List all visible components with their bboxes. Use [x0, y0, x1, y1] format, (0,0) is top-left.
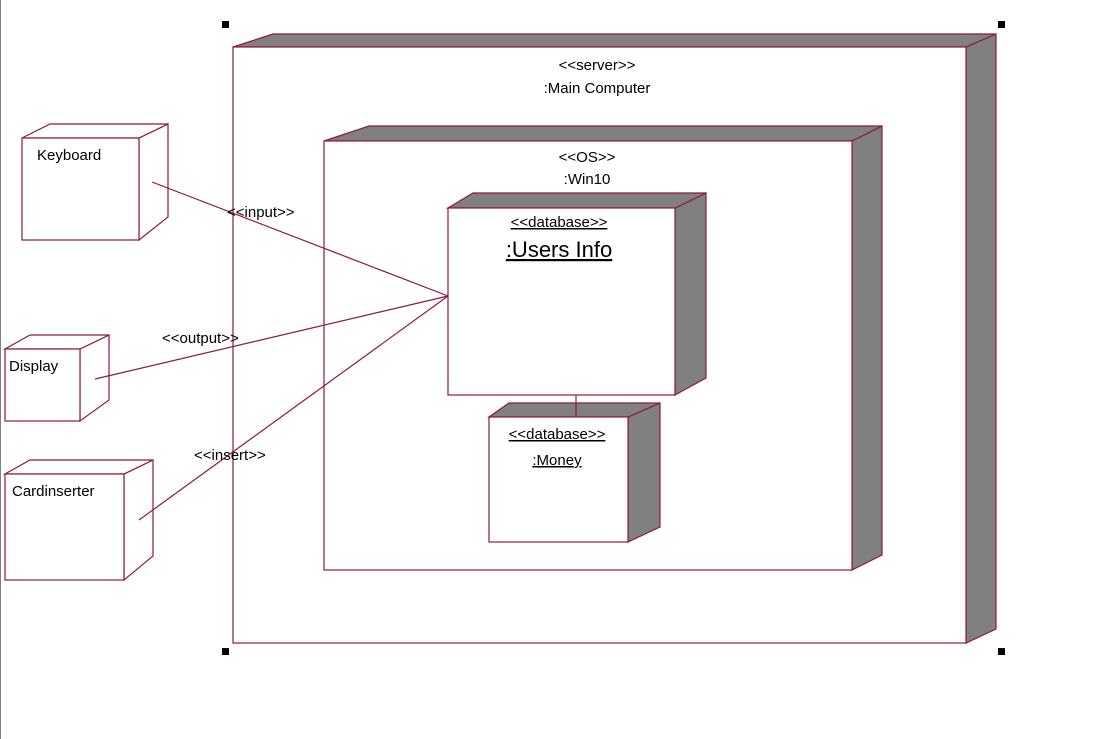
connection-label-input: <<input>>	[227, 204, 295, 221]
node-main-computer-name: :Main Computer	[544, 80, 651, 97]
node-display-front	[4, 348, 81, 422]
node-display[interactable]: Display	[2, 334, 110, 423]
node-users-info-stereotype: <<database>>	[511, 214, 608, 231]
node-users-info-side	[674, 192, 707, 397]
node-users-info-top	[445, 192, 707, 209]
node-money[interactable]: <<database>> :Money	[487, 402, 661, 543]
node-money-side	[627, 402, 661, 543]
node-main-computer-side	[965, 33, 997, 644]
connection-keyboard-users-info[interactable]	[151, 181, 449, 297]
connection-cardinserter-users-info[interactable]	[138, 295, 449, 521]
node-money-front	[488, 416, 629, 543]
node-users-info[interactable]: <<database>> :Users Info	[445, 192, 707, 397]
node-keyboard-front	[21, 137, 140, 241]
node-win10-side	[851, 125, 883, 571]
node-win10-top	[323, 125, 883, 142]
node-keyboard-name: Keyboard	[37, 147, 101, 164]
node-win10-name: :Win10	[564, 171, 611, 188]
node-cardinserter[interactable]: Cardinserter	[2, 459, 154, 582]
node-win10-stereotype: <<OS>>	[559, 149, 616, 166]
selection-handle-bottom-left[interactable]	[222, 648, 229, 655]
node-cardinserter-front	[4, 473, 125, 581]
node-keyboard[interactable]: Keyboard	[21, 123, 169, 242]
connection-label-insert: <<insert>>	[194, 447, 266, 464]
node-cardinserter-name: Cardinserter	[12, 483, 95, 500]
node-display-side	[79, 334, 110, 423]
node-main-computer-stereotype: <<server>>	[559, 57, 636, 74]
connection-display-users-info[interactable]	[94, 295, 449, 380]
node-main-computer-top	[232, 33, 997, 48]
node-money-name: :Money	[532, 452, 582, 469]
node-users-info-front	[447, 207, 676, 396]
node-display-name: Display	[9, 358, 59, 375]
node-users-info-name: :Users Info	[506, 237, 612, 262]
node-money-stereotype: <<database>>	[509, 426, 606, 443]
selection-handle-top-right[interactable]	[998, 21, 1005, 28]
connection-label-output: <<output>>	[162, 330, 239, 347]
selection-handle-top-left[interactable]	[222, 21, 229, 28]
node-cardinserter-side	[123, 459, 154, 582]
selection-handle-bottom-right[interactable]	[998, 648, 1005, 655]
